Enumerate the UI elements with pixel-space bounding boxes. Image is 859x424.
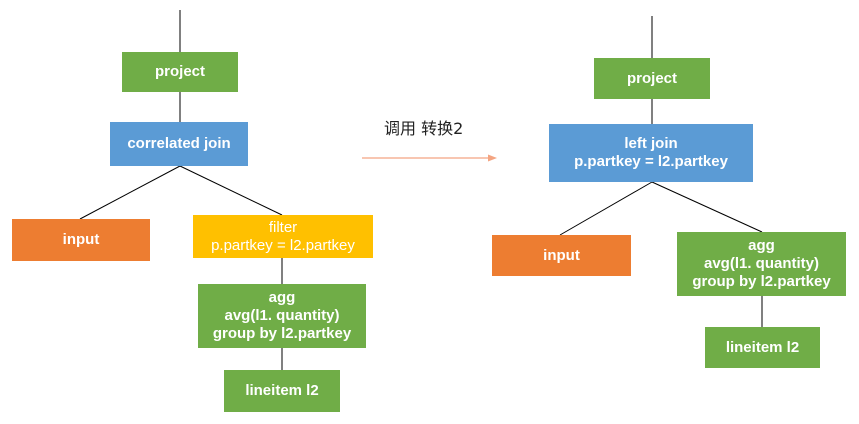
transform-caption: 调用 转换2 xyxy=(384,119,464,138)
right-lineitem-label: lineitem l2 xyxy=(725,338,800,356)
left-filter-title: filter xyxy=(268,218,298,236)
right-agg-function: avg(l1. quantity) xyxy=(703,255,819,272)
edge-right-join-input xyxy=(559,181,653,236)
left-project-label: project xyxy=(154,63,205,80)
right-project-label: project xyxy=(626,69,677,87)
left-agg-function: avg(l1. quantity) xyxy=(224,307,340,324)
right-agg-groupby: group by l2.partkey xyxy=(692,273,831,290)
left-input-label: input xyxy=(62,231,100,248)
edge-left-join-filter xyxy=(179,165,283,216)
right-agg-node: agg avg(l1. quantity) group by l2.partke… xyxy=(677,232,846,296)
left-agg-groupby: group by l2.partkey xyxy=(212,325,352,342)
left-filter-condition: p.partkey = l2.partkey xyxy=(211,236,355,254)
edge-left-join-input xyxy=(79,165,181,220)
left-lineitem-label: lineitem l2 xyxy=(245,382,319,399)
right-project-node: project xyxy=(594,58,710,99)
left-agg-node: agg avg(l1. quantity) group by l2.partke… xyxy=(198,284,366,348)
left-correlated-join-label: correlated join xyxy=(127,135,231,152)
left-agg-title: agg xyxy=(268,289,296,306)
left-lineitem-node: lineitem l2 xyxy=(224,370,340,412)
edge-right-join-agg xyxy=(651,181,763,233)
left-correlated-join-node: correlated join xyxy=(110,122,248,166)
left-project-node: project xyxy=(122,52,238,92)
left-filter-node: filter p.partkey = l2.partkey xyxy=(193,215,373,258)
right-left-join-title: left join xyxy=(624,135,678,152)
right-input-node: input xyxy=(492,235,631,276)
right-input-label: input xyxy=(543,246,580,264)
transform-arrow-head xyxy=(488,154,497,162)
left-input-node: input xyxy=(12,219,150,261)
right-left-join-node: left join p.partkey = l2.partkey xyxy=(549,124,753,182)
right-lineitem-node: lineitem l2 xyxy=(705,327,820,368)
right-agg-title: agg xyxy=(748,237,775,254)
right-left-join-condition: p.partkey = l2.partkey xyxy=(574,153,728,170)
